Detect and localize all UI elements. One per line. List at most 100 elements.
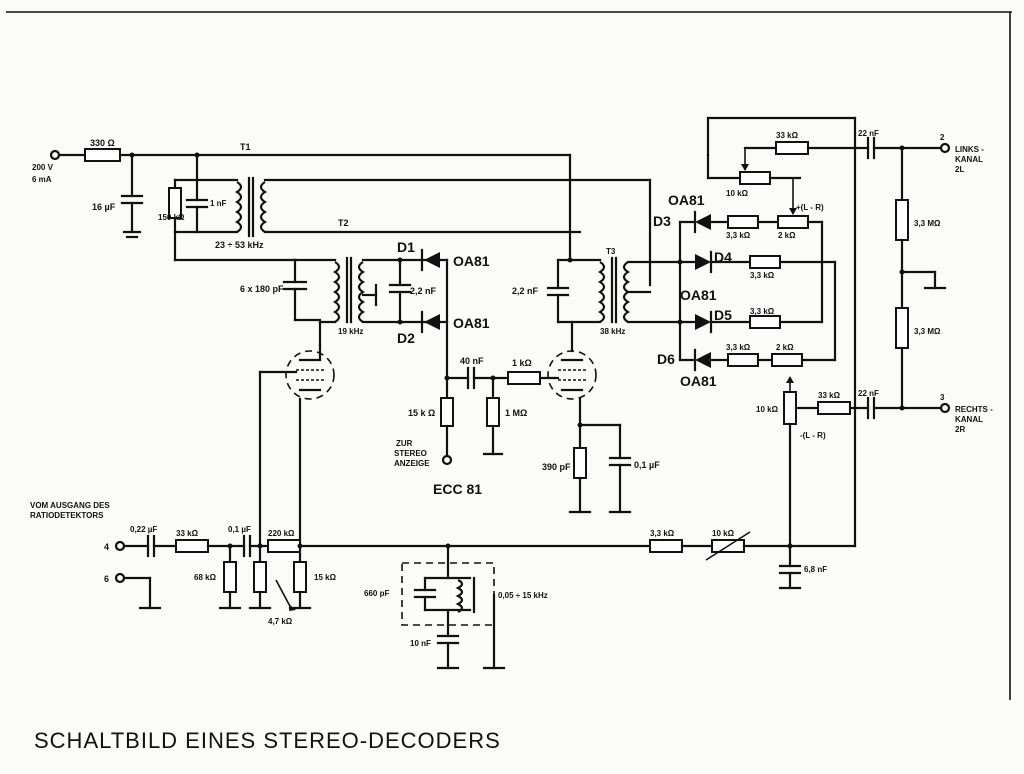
label-right-1: RECHTS -	[955, 405, 993, 414]
diode-d5	[695, 314, 711, 330]
label-c40n: 40 nF	[460, 356, 484, 366]
label-filter: 0,05 ÷ 15 kHz	[498, 591, 548, 600]
resistor-33k-input	[175, 539, 209, 553]
diode-d4	[695, 254, 711, 270]
label-t3: T3	[606, 247, 616, 256]
label-supply-voltage: 200 V	[32, 163, 54, 172]
deemphasis-section	[649, 531, 857, 590]
filter-block	[401, 543, 506, 670]
label-terminal-6: 6	[104, 574, 109, 584]
label-r3k3-d5: 3,3 kΩ	[750, 307, 775, 316]
t3-stage	[546, 153, 683, 362]
label-d5: D5	[714, 307, 732, 323]
label-r1k: 1 kΩ	[512, 358, 532, 368]
diagram-title: SCHALTBILD EINES STEREO-DECODERS	[34, 728, 501, 753]
label-c1n: 1 nF	[210, 199, 227, 208]
label-terminal-4: 4	[104, 542, 109, 552]
tube-left	[258, 343, 335, 548]
label-r68k: 68 kΩ	[194, 573, 217, 582]
tube-right	[547, 350, 632, 514]
label-t1-freq: 23 ÷ 53 kHz	[215, 240, 264, 250]
input-terminal-4	[114, 540, 126, 552]
label-c2n2-a: 2,2 nF	[410, 286, 437, 296]
label-right-3: 2R	[955, 425, 965, 434]
label-d3-type: OA81	[668, 192, 705, 208]
label-c22-left: 22 nF	[858, 129, 879, 138]
label-c2n2-b: 2,2 nF	[512, 286, 539, 296]
label-c022: 0,22 µF	[130, 525, 157, 534]
diode-d3	[695, 214, 711, 230]
label-terminal-3: 3	[940, 393, 945, 402]
t1-secondary	[259, 181, 268, 233]
label-plus: +(L - R)	[796, 203, 824, 212]
label-c10n: 10 nF	[410, 639, 431, 648]
label-supply-current: 6 mA	[32, 175, 52, 184]
left-output-terminal	[939, 142, 951, 154]
label-t2: T2	[338, 218, 349, 228]
pot-10k-right	[783, 391, 797, 425]
label-r10k-series: 10 kΩ	[712, 529, 735, 538]
label-r33k-left: 33 kΩ	[776, 131, 799, 140]
label-left-1: LINKS -	[955, 145, 984, 154]
label-stereo-1: ZUR	[396, 439, 413, 448]
label-tube: ECC 81	[433, 481, 482, 497]
label-stereo-3: ANZEIGE	[394, 459, 430, 468]
label-r10k-right: 10 kΩ	[756, 405, 779, 414]
pot-10k-left	[739, 171, 771, 185]
label-r2k-d6: 2 kΩ	[776, 343, 794, 352]
label-c6n8: 6,8 nF	[804, 565, 827, 574]
resistor-1m	[486, 397, 500, 427]
resistor-33k-right	[817, 401, 851, 415]
diode-d6	[695, 352, 711, 368]
label-c6x180: 6 x 180 pF	[240, 284, 284, 294]
demodulator	[678, 178, 837, 372]
label-d6: D6	[657, 351, 675, 367]
label-c16u: 16 µF	[92, 202, 116, 212]
label-right-2: KANAL	[955, 415, 983, 424]
label-r220k: 220 kΩ	[268, 529, 295, 538]
label-c660p: 660 pF	[364, 589, 389, 598]
label-input-2: RATIODETEKTORS	[30, 511, 104, 520]
label-r1m: 1 MΩ	[505, 408, 527, 418]
resistor-d6	[727, 353, 759, 367]
resistor-3k3-series	[649, 539, 683, 553]
label-r3k3-d6: 3,3 kΩ	[726, 343, 751, 352]
label-t1: T1	[240, 142, 251, 152]
resistor-390p-cathode	[573, 447, 587, 479]
label-r33k-right: 33 kΩ	[818, 391, 841, 400]
diode-d1	[424, 252, 440, 268]
label-r33k-input: 33 kΩ	[176, 529, 199, 538]
supply-terminal	[49, 149, 61, 161]
label-c01u: 0,1 µF	[634, 460, 660, 470]
pilot-stage	[282, 248, 557, 466]
label-d6-type: OA81	[680, 373, 717, 389]
label-r2k-d3: 2 kΩ	[778, 231, 796, 240]
label-r3k3-series: 3,3 kΩ	[650, 529, 675, 538]
label-d2: D2	[397, 330, 415, 346]
resistor-3m3-bottom	[895, 307, 909, 349]
resistor-2k-d6	[771, 353, 803, 367]
label-t2-freq: 19 kHz	[338, 327, 363, 336]
ground-terminal-6	[114, 572, 126, 584]
diode-d2	[424, 314, 440, 330]
label-d1-type: OA81	[453, 253, 490, 269]
label-left-3: 2L	[955, 165, 964, 174]
label-left-2: KANAL	[955, 155, 983, 164]
resistor-4k7	[253, 561, 267, 593]
label-r3k3-d4: 3,3 kΩ	[750, 271, 775, 280]
label-t3-freq: 38 kHz	[600, 327, 625, 336]
label-d4-type: OA81	[680, 287, 717, 303]
t2-primary	[332, 261, 341, 323]
label-r15k-input: 15 kΩ	[314, 573, 337, 582]
label-d4: D4	[714, 249, 732, 265]
label-c22-right: 22 nF	[858, 389, 879, 398]
label-r3m3-bottom: 3,3 MΩ	[914, 327, 941, 336]
output-matrix	[706, 116, 951, 548]
resistor-330	[84, 148, 121, 162]
label-r330: 330 Ω	[90, 138, 115, 148]
label-c01: 0,1 µF	[228, 525, 251, 534]
label-terminal-2: 2	[940, 133, 945, 142]
resistor-1k	[507, 371, 541, 385]
label-r4k7: 4,7 kΩ	[268, 617, 293, 626]
